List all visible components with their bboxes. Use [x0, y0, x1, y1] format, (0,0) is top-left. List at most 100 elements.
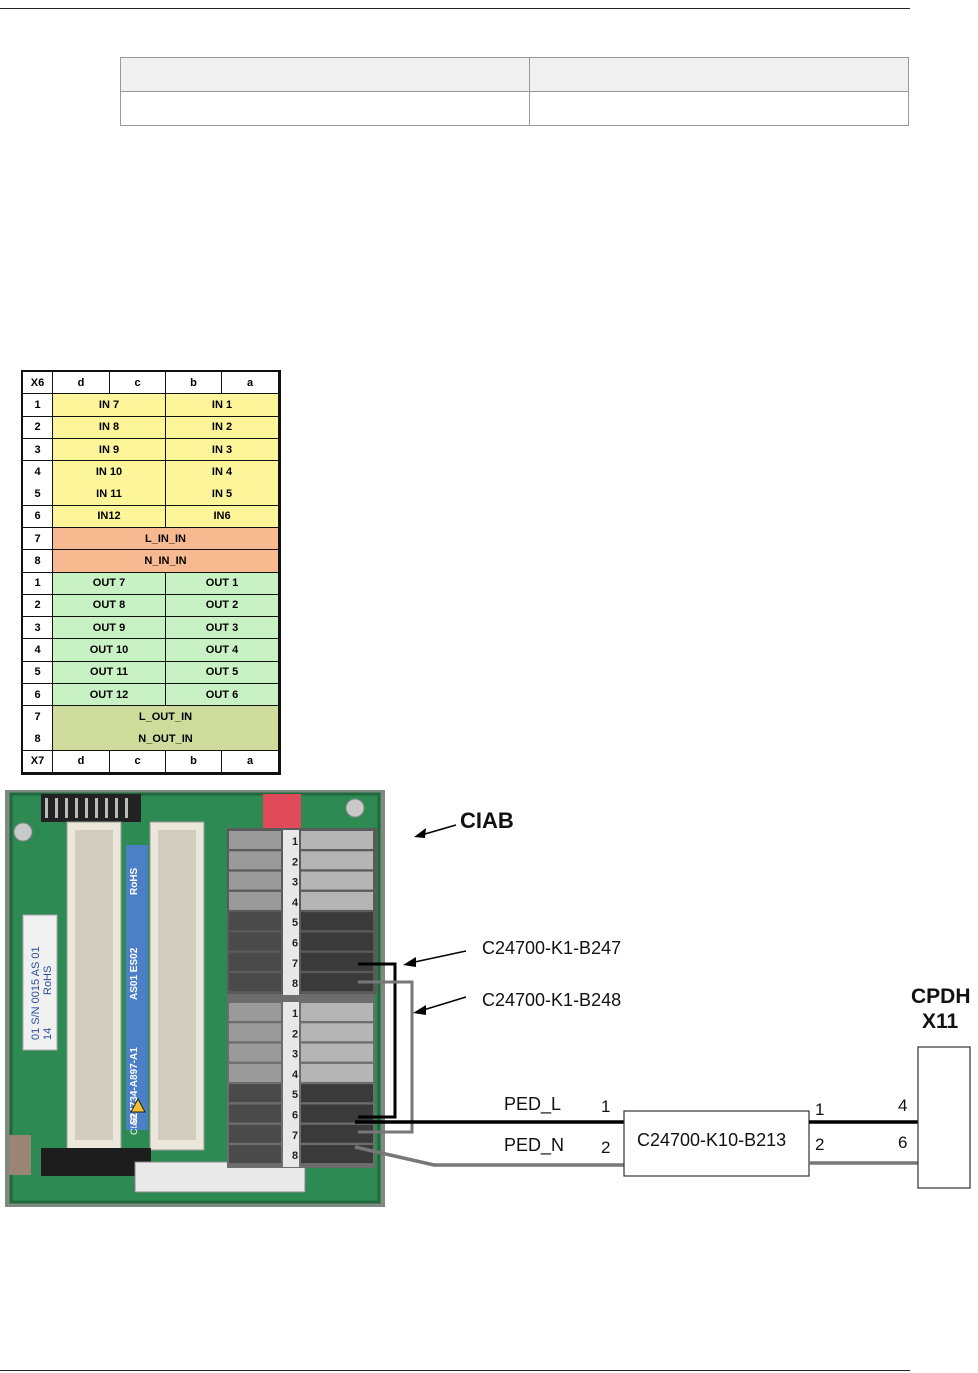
header-cell: c	[110, 750, 166, 774]
cable-2-arrow	[419, 996, 467, 1012]
cpdh-label: CPDH	[911, 985, 971, 1008]
in-pin-1: 1	[601, 1097, 611, 1116]
terminal-number: 6	[292, 1110, 298, 1122]
terminal-screw	[301, 891, 373, 910]
signal-cell: OUT 10	[53, 639, 166, 662]
terminal-number: 8	[292, 978, 298, 990]
serial-text: 14	[42, 1028, 54, 1040]
terminal-slot	[229, 891, 281, 910]
ciab-board-photo: S24734-A897-A1 AS01 ES02 RoHS CIAB 01 S/…	[5, 790, 385, 1207]
terminal-screw	[301, 1104, 373, 1123]
signal-cell: IN12	[53, 505, 166, 529]
signal-cell: OUT 5	[166, 661, 279, 684]
signal-cell: OUT 2	[166, 594, 279, 618]
header-cell: b	[166, 372, 222, 395]
cpdh-pin-4: 4	[898, 1096, 908, 1115]
terminal-screw	[301, 871, 373, 890]
terminal-screw	[301, 1003, 373, 1021]
terminal-slot	[229, 1023, 281, 1042]
signal-cell: OUT 6	[166, 683, 279, 707]
signal-cell: OUT 4	[166, 639, 279, 662]
row-number-cell: 2	[23, 416, 53, 439]
board-label-text: S24734-A897-A1	[129, 1047, 140, 1125]
signal-cell: IN 5	[166, 483, 279, 506]
signal-cell: IN 1	[166, 394, 279, 417]
box-label: C24700-K10-B213	[637, 1130, 787, 1150]
signal-cell: OUT 11	[53, 661, 166, 684]
signal-cell: IN 11	[53, 483, 166, 506]
terminal-slot	[229, 1043, 281, 1062]
terminal-screw	[301, 1023, 373, 1042]
row-number-cell: 7	[23, 706, 53, 729]
terminal-number: 1	[292, 1008, 298, 1020]
serial-text: 01 S/N 0015 AS 01	[30, 946, 42, 1040]
signal-cell: OUT 3	[166, 617, 279, 640]
header-cell: d	[53, 750, 110, 774]
row-number-cell: 5	[23, 661, 53, 684]
terminal-number: 1	[292, 836, 298, 848]
row-number-cell: 1	[23, 394, 53, 417]
board-label-text: AS01 ES02	[129, 947, 140, 1000]
board-label-text: CIAB	[129, 1114, 139, 1135]
terminal-number: 5	[292, 917, 298, 929]
terminal-slot	[229, 1145, 281, 1164]
in-pin-2: 2	[601, 1138, 611, 1157]
row-number-cell: 6	[23, 505, 53, 529]
signal-cell: L_OUT_IN	[53, 706, 279, 729]
header-table-head-row	[120, 57, 909, 92]
signal-cell: OUT 7	[53, 572, 166, 595]
signal-cell: IN 2	[166, 416, 279, 439]
terminal-screw	[301, 1084, 373, 1103]
terminal-number: 8	[292, 1150, 298, 1162]
header-table-row	[120, 91, 909, 126]
signal-cell: IN6	[166, 505, 279, 529]
row-number-cell: 8	[23, 550, 53, 573]
signal-cell: N_OUT_IN	[53, 728, 279, 751]
terminal-slot	[229, 1104, 281, 1123]
cable-box	[623, 1110, 810, 1177]
row-number-cell: 5	[23, 483, 53, 506]
header-cell: a	[222, 750, 279, 774]
terminal-slot	[229, 973, 281, 992]
terminal-screw	[301, 1043, 373, 1062]
ped-l-label: PED_L	[504, 1094, 562, 1114]
header-cell: b	[166, 750, 222, 774]
terminal-slot	[229, 871, 281, 890]
terminal-screw	[301, 952, 373, 971]
terminal-number: 3	[292, 877, 298, 889]
signal-cell: IN 4	[166, 461, 279, 484]
row-number-cell: 3	[23, 438, 53, 462]
bridge-wire-l	[358, 962, 397, 1119]
ped-n-label: PED_N	[504, 1135, 565, 1155]
signal-cell: IN 10	[53, 461, 166, 484]
top-rule	[0, 8, 910, 9]
signal-cell: N_IN_IN	[53, 550, 279, 573]
signal-cell: OUT 12	[53, 683, 166, 707]
cable-2-label: C24700-K1-B248	[482, 990, 622, 1010]
terminal-slot	[229, 912, 281, 931]
signal-cell: OUT 8	[53, 594, 166, 618]
terminal-number: 4	[292, 897, 299, 909]
terminal-slot	[229, 831, 281, 849]
ped-n-wire	[354, 1145, 624, 1167]
signal-cell: OUT 1	[166, 572, 279, 595]
header-cell	[120, 91, 530, 126]
terminal-slot	[229, 1003, 281, 1021]
signal-cell: IN 9	[53, 438, 166, 462]
cpdh-pin-6: 6	[898, 1133, 908, 1152]
row-number-cell: 8	[23, 728, 53, 751]
board-label-text: RoHS	[129, 867, 140, 895]
header-cell: a	[222, 372, 279, 395]
header-table	[120, 57, 909, 126]
